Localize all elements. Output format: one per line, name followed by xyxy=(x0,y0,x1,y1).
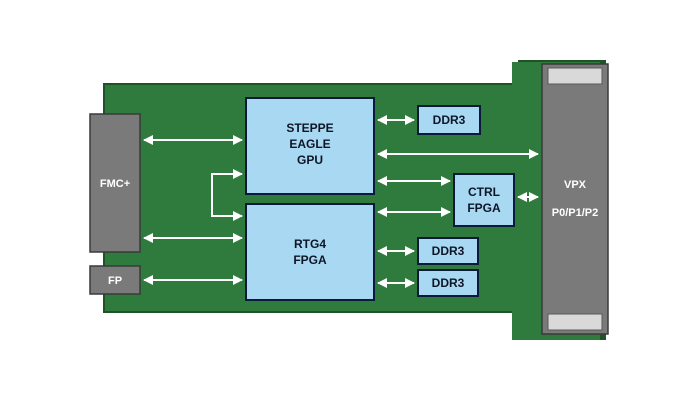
rtg4-block: RTG4 FPGA xyxy=(245,203,375,301)
ddr3-bot-label: DDR3 xyxy=(432,276,465,290)
gpu-block: STEPPE EAGLE GPU xyxy=(245,97,375,195)
ctrl-fpga-block: CTRL FPGA xyxy=(453,173,515,227)
fp-connector: FP xyxy=(89,265,141,295)
ddr3-top-block: DDR3 xyxy=(417,105,481,135)
fmc-connector: FMC+ xyxy=(89,113,141,253)
vpx-label-line2: P0/P1/P2 xyxy=(552,207,598,219)
gpu-label-line2: EAGLE xyxy=(289,137,330,151)
vpx-connector: VPX P0/P1/P2 xyxy=(541,63,609,335)
ddr3-mid-block: DDR3 xyxy=(417,237,479,265)
ctrl-label-line2: FPGA xyxy=(467,201,501,215)
ddr3-mid-label: DDR3 xyxy=(432,244,465,258)
ctrl-label-line1: CTRL xyxy=(468,185,500,199)
rtg4-label-line1: RTG4 xyxy=(294,237,326,251)
rtg4-label-line2: FPGA xyxy=(293,253,327,267)
ddr3-bot-block: DDR3 xyxy=(417,269,479,297)
ddr3-top-label: DDR3 xyxy=(433,113,466,127)
gpu-label-line1: STEPPE xyxy=(286,121,333,135)
arrow-gpu-rtg4-loop xyxy=(211,169,243,221)
fp-label: FP xyxy=(108,275,122,287)
gpu-label-line3: GPU xyxy=(297,153,323,167)
fmc-label: FMC+ xyxy=(100,178,130,190)
vpx-label-line1: VPX xyxy=(564,179,587,191)
connections xyxy=(143,115,539,288)
